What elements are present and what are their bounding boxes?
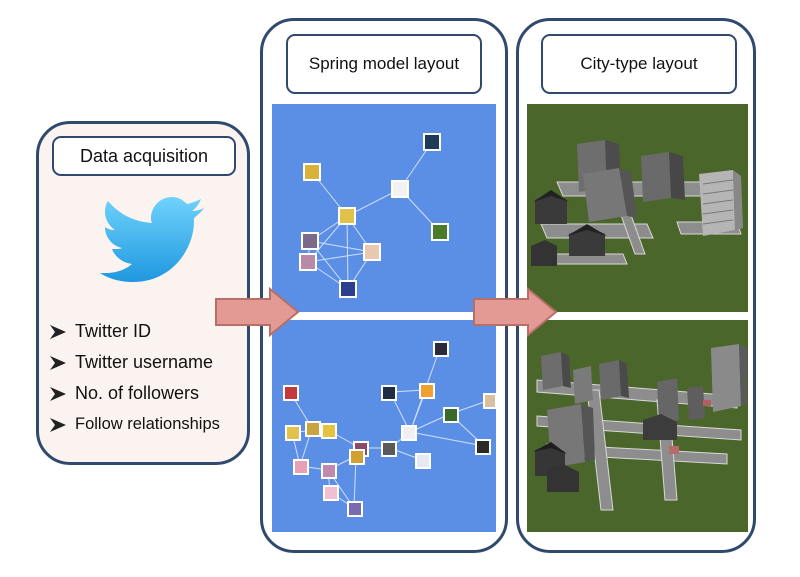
list-item: Twitter ID (48, 316, 220, 347)
spring-network-image-bottom (272, 320, 496, 532)
arrow-bullet-icon (50, 355, 66, 370)
right-arrow-icon (473, 286, 558, 338)
list-item: Follow relationships (48, 409, 220, 440)
city-layout-image-bottom (527, 320, 748, 532)
right-arrow-icon (215, 286, 300, 338)
data-field-list: Twitter ID Twitter username No. of follo… (48, 316, 220, 440)
list-item: No. of followers (48, 378, 220, 409)
city-type-title: City-type layout (541, 34, 737, 94)
spring-network-image-top (272, 104, 496, 312)
arrow-bullet-icon (50, 386, 66, 401)
city-layout-image-top (527, 104, 748, 312)
list-item-label: No. of followers (75, 383, 200, 403)
list-item-label: Twitter username (75, 352, 214, 372)
data-acquisition-title: Data acquisition (52, 136, 236, 176)
spring-model-title: Spring model layout (286, 34, 482, 94)
list-item-label: Twitter ID (75, 321, 152, 341)
twitter-bird-icon (100, 197, 205, 282)
arrow-bullet-icon (50, 417, 66, 432)
arrow-bullet-icon (50, 324, 66, 339)
list-item-label: Follow relationships (75, 415, 220, 433)
list-item: Twitter username (48, 347, 220, 378)
data-acquisition-panel (36, 121, 250, 465)
